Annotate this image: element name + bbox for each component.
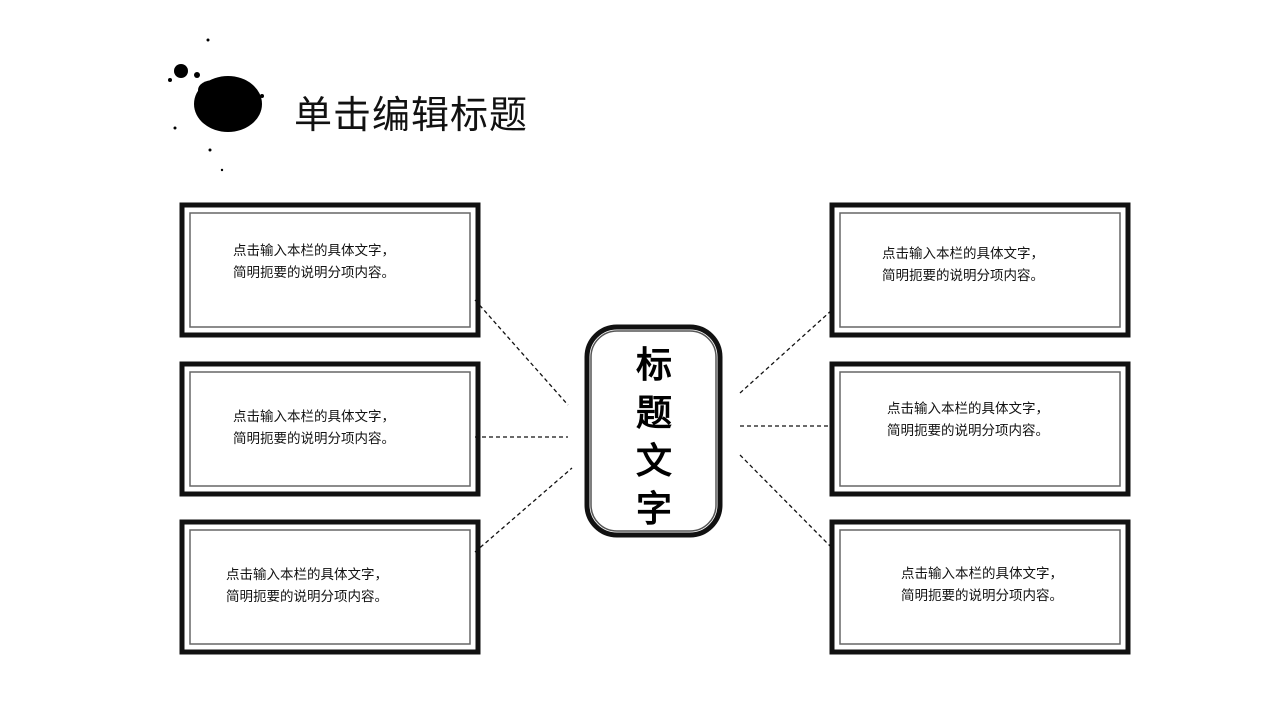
box-line: 简明扼要的说明分项内容。 [226, 589, 388, 605]
box-line: 点击输入本栏的具体文字， [226, 567, 388, 583]
box-line: 简明扼要的说明分项内容。 [233, 265, 395, 281]
connector-line [474, 299, 569, 406]
center-char: 文 [635, 441, 672, 482]
box-text-left-3[interactable]: 点击输入本栏的具体文字， 简明扼要的说明分项内容。 [226, 564, 388, 608]
center-char: 题 [635, 393, 672, 434]
box-line: 简明扼要的说明分项内容。 [901, 588, 1063, 604]
box-line: 点击输入本栏的具体文字， [901, 566, 1063, 582]
text-box-frame [179, 361, 481, 497]
center-title-text[interactable]: 标 题 文 字 [630, 342, 678, 534]
box-line: 点击输入本栏的具体文字， [882, 246, 1044, 262]
box-text-right-3[interactable]: 点击输入本栏的具体文字， 简明扼要的说明分项内容。 [901, 563, 1063, 607]
slide-title[interactable]: 单击编辑标题 [294, 93, 529, 137]
box-line: 点击输入本栏的具体文字， [887, 401, 1049, 417]
connector-line [739, 309, 833, 394]
box-text-left-1[interactable]: 点击输入本栏的具体文字， 简明扼要的说明分项内容。 [233, 240, 395, 284]
connector-line [474, 467, 573, 553]
text-box-frame [829, 361, 1131, 497]
connector-line [739, 454, 833, 549]
box-text-right-1[interactable]: 点击输入本栏的具体文字， 简明扼要的说明分项内容。 [882, 243, 1044, 287]
box-line: 简明扼要的说明分项内容。 [887, 423, 1049, 439]
text-box-frame [829, 519, 1131, 655]
text-box-frame [829, 202, 1131, 338]
text-box-frame [179, 519, 481, 655]
center-frame [584, 324, 723, 538]
box-text-left-2[interactable]: 点击输入本栏的具体文字， 简明扼要的说明分项内容。 [233, 406, 395, 450]
connector-lines [474, 299, 833, 553]
center-char: 字 [635, 489, 672, 530]
box-line: 简明扼要的说明分项内容。 [233, 431, 395, 447]
ink-splash-icon [168, 38, 264, 172]
box-line: 点击输入本栏的具体文字， [233, 409, 395, 425]
box-line: 简明扼要的说明分项内容。 [882, 268, 1044, 284]
box-line: 点击输入本栏的具体文字， [233, 243, 395, 259]
center-char: 标 [635, 345, 672, 386]
box-text-right-2[interactable]: 点击输入本栏的具体文字， 简明扼要的说明分项内容。 [887, 398, 1049, 442]
text-box-frame [179, 202, 481, 338]
